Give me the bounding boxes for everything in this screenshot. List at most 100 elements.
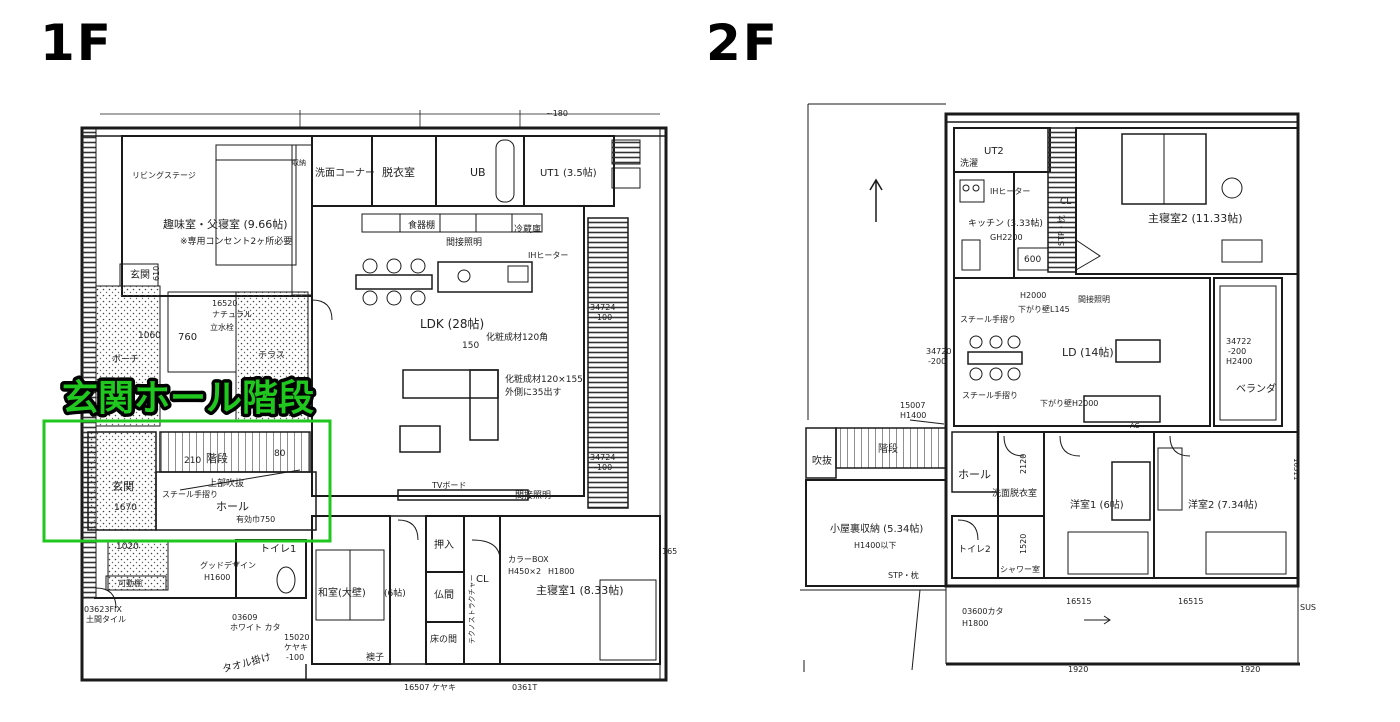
label-d16515b: 16515 bbox=[1178, 597, 1203, 606]
label-fukinuke: 上部吹抜 bbox=[208, 477, 244, 489]
label-d180: ~180 bbox=[546, 109, 568, 118]
label-ih-2f: IHヒーター bbox=[990, 187, 1030, 196]
koyaura bbox=[805, 479, 947, 587]
label-washitsu: 和室(大壁) bbox=[318, 586, 366, 599]
label-d2400: H2400 bbox=[1226, 357, 1252, 366]
stairs-1f bbox=[159, 431, 311, 473]
label-shower: シャワー室 bbox=[1000, 564, 1040, 574]
label-d34722: 34722 bbox=[1226, 337, 1251, 346]
label-shokkidana: 食器棚 bbox=[408, 219, 435, 231]
label-yukou: 有効巾750 bbox=[236, 514, 275, 524]
label-senmen: 洗面コーナー bbox=[315, 167, 375, 179]
label-tokonoma: 床の間 bbox=[430, 633, 457, 645]
label-d0361: 0361T bbox=[512, 683, 537, 692]
room-ld bbox=[953, 277, 1211, 427]
label-kesho155: 化粧成材120×155 bbox=[505, 373, 583, 385]
label-ut1: UT1 (3.5帖) bbox=[540, 166, 597, 179]
label-garage-door: 可動棚 bbox=[118, 578, 142, 588]
label-kitchen: キッチン (3.33帖) bbox=[968, 217, 1043, 229]
label-d165: 165 bbox=[662, 547, 677, 556]
label-koyaura: 小屋裏収納 (5.34帖) bbox=[830, 522, 923, 535]
label-kansetsu2: 間接照明 bbox=[515, 489, 551, 501]
label-hobby: 趣味室・父寝室 (9.66帖) bbox=[163, 217, 288, 231]
label-toilet2: トイレ2 bbox=[958, 545, 991, 555]
label-d1920b: 1920 bbox=[1240, 665, 1260, 674]
hall-1f bbox=[155, 471, 317, 531]
label-d80: 80 bbox=[274, 449, 286, 459]
fukinuke-2f bbox=[805, 427, 837, 479]
porch-area bbox=[95, 285, 161, 427]
room-ldk bbox=[311, 205, 585, 497]
label-washitsu-size: (6帖) bbox=[384, 587, 406, 599]
highlight-box bbox=[42, 419, 332, 543]
label-d1520: 1520 bbox=[1019, 534, 1028, 554]
label-ldk: LDK (28帖) bbox=[420, 316, 484, 331]
label-gh2200: GH2200 bbox=[990, 233, 1023, 242]
room-youshitsu2 bbox=[1153, 431, 1299, 579]
label-tatemizu: 立水栓 bbox=[210, 322, 234, 332]
label-d200: -200 bbox=[928, 357, 946, 366]
label-hall: ホール bbox=[216, 500, 249, 513]
floor-title-2f: 2F bbox=[706, 14, 779, 72]
label-stp2: STP・枕 bbox=[888, 570, 919, 580]
label-h2000: H2000 bbox=[1020, 291, 1046, 300]
plan-1f bbox=[80, 110, 668, 682]
label-youshitsu2: 洋室2 (7.34帖) bbox=[1188, 498, 1258, 511]
label-d1600: H1600 bbox=[204, 573, 230, 582]
label-oshiire: 押入 bbox=[434, 538, 454, 551]
label-d610: 610 bbox=[152, 266, 161, 281]
label-master1: 主寝室1 (8.33帖) bbox=[536, 583, 624, 597]
labels-1f: 趣味室・父寝室 (9.66帖) ※専用コンセント2ヶ所必要 リビングステージ 洗… bbox=[84, 109, 677, 692]
label-d100b: -100 bbox=[594, 463, 612, 472]
label-genkan-small: 玄関 bbox=[130, 268, 150, 281]
label-reizouko: 冷蔵庫 bbox=[514, 223, 541, 235]
label-d15020c: -100 bbox=[286, 653, 304, 662]
label-sunscreen: グッドデザイン bbox=[200, 560, 256, 570]
label-d03623b: 土間タイル bbox=[86, 614, 126, 624]
label-d760: 760 bbox=[178, 332, 197, 343]
label-kura-box: カラーBOX bbox=[508, 555, 549, 564]
label-d03600: 03600カタ bbox=[962, 607, 1003, 616]
label-living-stage: リビングステージ bbox=[132, 170, 196, 180]
label-h1800: H1800 bbox=[548, 567, 574, 576]
label-d1400: H1400 bbox=[900, 411, 926, 420]
plan-2f bbox=[800, 103, 1300, 672]
room-master2 bbox=[1075, 127, 1299, 275]
label-d1800: H1800 bbox=[962, 619, 988, 628]
label-kesho120: 化粧成材120角 bbox=[486, 331, 548, 343]
label-tv-board: TVボード bbox=[431, 481, 466, 490]
label-sagari2: 下がり壁H2000 bbox=[1040, 398, 1098, 408]
label-sagari: 下がり壁L145 bbox=[1018, 304, 1070, 314]
highlight-label: 玄関ホール階段 bbox=[62, 378, 314, 419]
label-master2: 主寝室2 (11.33帖) bbox=[1148, 211, 1243, 225]
label-senmen-2f: 洗面脱衣室 bbox=[992, 487, 1037, 499]
label-ub: UB bbox=[470, 166, 486, 179]
label-butsuma: 仏間 bbox=[434, 589, 454, 601]
label-kesho-note: 外側に35出す bbox=[505, 386, 561, 398]
label-d15020: 15020 bbox=[284, 633, 309, 642]
label-d34724: 34724 bbox=[590, 303, 615, 312]
label-sentaku: 洗濯 bbox=[960, 157, 978, 169]
label-d03609: 03609 bbox=[232, 613, 257, 622]
floor-title-1f: 1F bbox=[40, 14, 113, 72]
outer-wall-2f bbox=[944, 112, 1300, 588]
label-d100: -100 bbox=[594, 313, 612, 322]
label-stair-rail2: スチール手摺り bbox=[962, 390, 1018, 400]
label-d1020: 1020 bbox=[116, 542, 139, 552]
label-cl: CL bbox=[476, 574, 489, 585]
label-d03623: 03623FIX bbox=[84, 605, 122, 614]
label-d200b: -200 bbox=[1228, 347, 1246, 356]
label-kansetsu-2f: 間接照明 bbox=[1078, 294, 1110, 304]
label-datsui: 脱衣室 bbox=[382, 165, 415, 179]
label-d16511: 16511 bbox=[1292, 458, 1300, 480]
label-tatami-note: テクノストラクチャー bbox=[468, 574, 476, 644]
label-ac: AC bbox=[1130, 422, 1140, 430]
room-cl-2f bbox=[1047, 127, 1077, 273]
label-ld: LD (14帖) bbox=[1062, 346, 1114, 359]
label-fuji: 襖子 bbox=[366, 651, 384, 663]
label-d1670: 1670 bbox=[114, 503, 137, 513]
label-kaidan-2f: 階段 bbox=[878, 442, 898, 455]
deck-1f bbox=[587, 217, 629, 509]
label-d210: 210 bbox=[184, 456, 201, 466]
